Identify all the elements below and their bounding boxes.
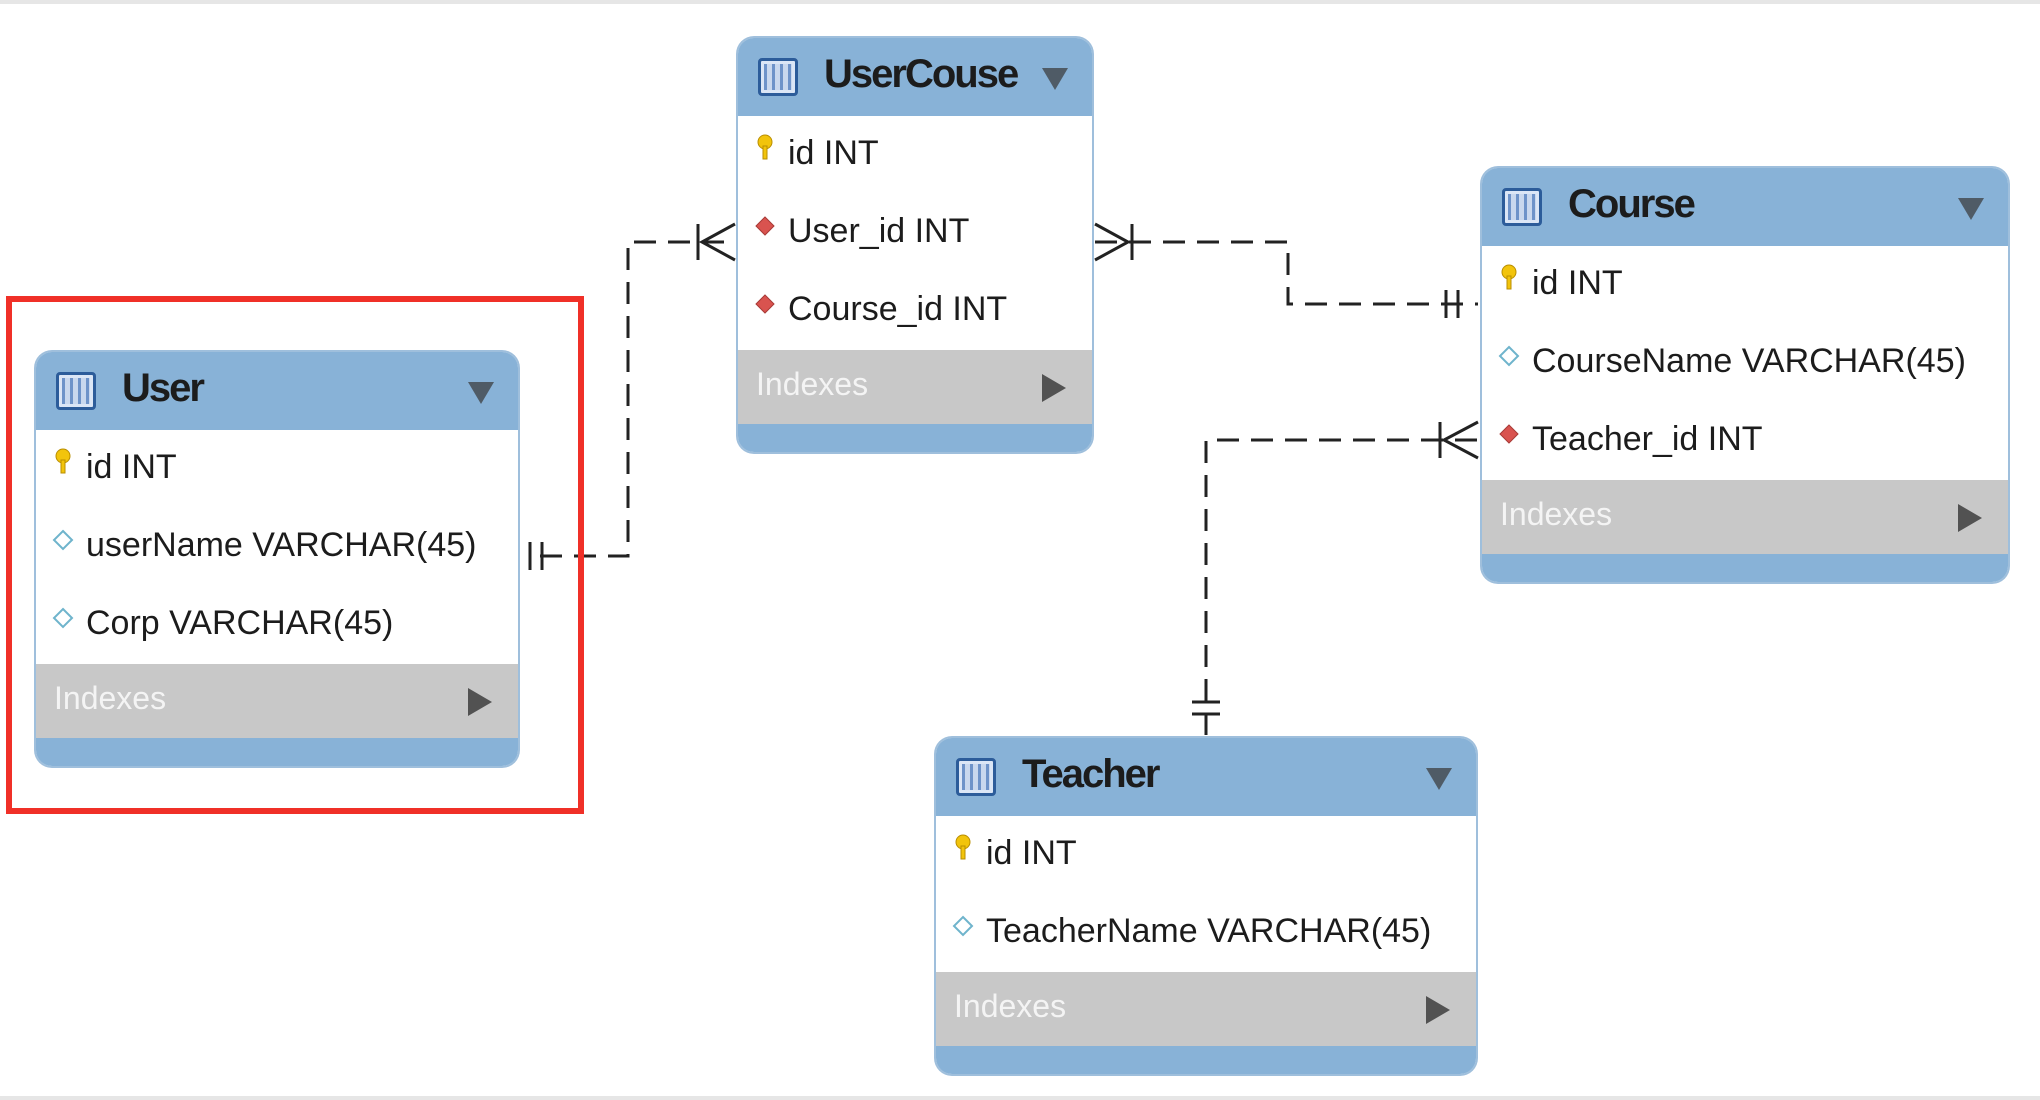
table-header[interactable]: UserCouse <box>738 38 1092 116</box>
table-title: Teacher <box>1022 752 1160 796</box>
column-row[interactable]: Course_id INT <box>738 272 1092 350</box>
indexes-label: Indexes <box>54 680 167 716</box>
column-name: User_id INT <box>788 212 970 250</box>
relationship-teacher-course <box>1204 438 1478 735</box>
column-row[interactable]: User_id INT <box>738 194 1092 272</box>
primary-key-icon <box>55 448 71 474</box>
column-row[interactable]: Teacher_id INT <box>1482 402 2008 480</box>
column-row[interactable]: id INT <box>936 816 1476 894</box>
table-footer <box>936 1046 1476 1074</box>
table-header[interactable]: User <box>36 352 518 430</box>
table-footer <box>1482 554 2008 582</box>
highlight-box <box>6 296 584 814</box>
indexes-label: Indexes <box>756 366 869 402</box>
foreign-key-icon <box>1499 424 1519 444</box>
expand-arrow-icon[interactable] <box>1042 374 1066 402</box>
bottom-border <box>0 1096 2040 1100</box>
table-icon <box>1502 188 1542 226</box>
table-header[interactable]: Course <box>1482 168 2008 246</box>
collapse-arrow-icon[interactable] <box>1426 768 1452 790</box>
table-usercouse[interactable]: UserCouse id INT User_id INT Course_id I… <box>738 38 1092 452</box>
column-name: TeacherName VARCHAR(45) <box>986 912 1432 950</box>
column-name: userName VARCHAR(45) <box>86 526 477 564</box>
column-name: id INT <box>1532 264 1623 302</box>
column-row[interactable]: id INT <box>36 430 518 508</box>
table-title: UserCouse <box>824 52 1019 96</box>
column-name: Corp VARCHAR(45) <box>86 604 394 642</box>
expand-arrow-icon[interactable] <box>1426 996 1450 1024</box>
foreign-key-icon <box>755 294 775 314</box>
column-icon <box>52 529 74 551</box>
table-teacher[interactable]: Teacher id INT TeacherName VARCHAR(45) I… <box>936 738 1476 1074</box>
collapse-arrow-icon[interactable] <box>1958 198 1984 220</box>
indexes-label: Indexes <box>954 988 1067 1024</box>
expand-arrow-icon[interactable] <box>1958 504 1982 532</box>
many-crowfoot-marker <box>1440 420 1479 460</box>
column-icon <box>1498 345 1520 367</box>
top-border <box>0 0 2040 4</box>
table-icon <box>56 372 96 410</box>
collapse-arrow-icon[interactable] <box>468 382 494 404</box>
column-row[interactable]: id INT <box>738 116 1092 194</box>
column-row[interactable]: CourseName VARCHAR(45) <box>1482 324 2008 402</box>
column-row[interactable]: userName VARCHAR(45) <box>36 508 518 586</box>
column-icon <box>952 915 974 937</box>
column-name: id INT <box>86 448 177 486</box>
table-footer <box>36 738 518 766</box>
column-row[interactable]: id INT <box>1482 246 2008 324</box>
many-crowfoot-marker <box>1094 222 1132 262</box>
column-name: Teacher_id INT <box>1532 420 1763 458</box>
indexes-section[interactable]: Indexes <box>936 972 1476 1046</box>
column-row[interactable]: Corp VARCHAR(45) <box>36 586 518 664</box>
many-crowfoot-marker <box>698 222 736 262</box>
table-title: Course <box>1568 182 1696 226</box>
column-name: Course_id INT <box>788 290 1008 328</box>
relationship-user-usercouse <box>540 240 735 558</box>
indexes-section[interactable]: Indexes <box>36 664 518 738</box>
table-icon <box>758 58 798 96</box>
table-icon <box>956 758 996 796</box>
column-name: CourseName VARCHAR(45) <box>1532 342 1966 380</box>
indexes-section[interactable]: Indexes <box>1482 480 2008 554</box>
table-title: User <box>122 366 205 410</box>
indexes-section[interactable]: Indexes <box>738 350 1092 424</box>
expand-arrow-icon[interactable] <box>468 688 492 716</box>
table-course[interactable]: Course id INT CourseName VARCHAR(45) Tea… <box>1482 168 2008 582</box>
table-user[interactable]: User id INT userName VARCHAR(45) Corp VA… <box>36 352 518 766</box>
column-name: id INT <box>788 134 879 172</box>
column-row[interactable]: TeacherName VARCHAR(45) <box>936 894 1476 972</box>
table-header[interactable]: Teacher <box>936 738 1476 816</box>
foreign-key-icon <box>755 216 775 236</box>
collapse-arrow-icon[interactable] <box>1042 68 1068 90</box>
primary-key-icon <box>1501 264 1517 290</box>
relationship-usercouse-course <box>1095 240 1478 306</box>
primary-key-icon <box>757 134 773 160</box>
table-footer <box>738 424 1092 452</box>
primary-key-icon <box>955 834 971 860</box>
indexes-label: Indexes <box>1500 496 1613 532</box>
column-name: id INT <box>986 834 1077 872</box>
column-icon <box>52 607 74 629</box>
